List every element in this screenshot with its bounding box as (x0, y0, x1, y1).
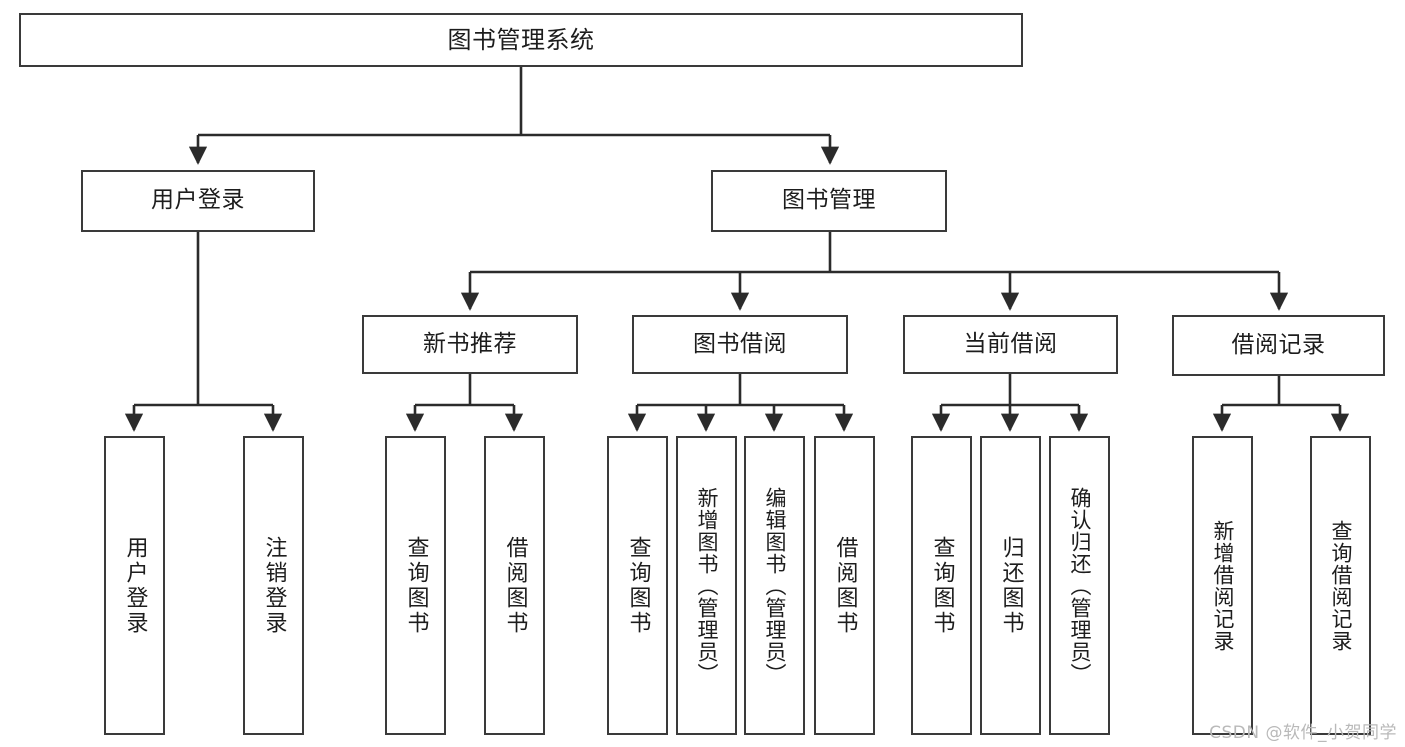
node-new-book-recommend[interactable]: 新书推荐 (362, 315, 578, 374)
node-label: 查询图书 (929, 535, 955, 636)
node-label: 用户登录 (151, 187, 245, 214)
node-book-borrow[interactable]: 图书借阅 (632, 315, 848, 374)
leaf-current-borrow-confirm-return[interactable]: 确认归还（管理员） (1049, 436, 1110, 735)
node-label: 确认归还（管理员） (1068, 486, 1092, 685)
node-label: 归还图书 (998, 535, 1024, 636)
leaf-book-borrow-query[interactable]: 查询图书 (607, 436, 668, 735)
node-label: 注销登录 (261, 535, 287, 636)
leaf-current-borrow-query[interactable]: 查询图书 (911, 436, 972, 735)
node-label: 查询图书 (403, 535, 429, 636)
watermark-text: CSDN @软件_小贺同学 (1209, 723, 1397, 743)
node-label: 借阅图书 (832, 535, 858, 636)
node-borrow-records[interactable]: 借阅记录 (1172, 315, 1385, 376)
leaf-book-borrow-add[interactable]: 新增图书（管理员） (676, 436, 737, 735)
node-label: 图书借阅 (693, 330, 787, 357)
leaf-current-borrow-return[interactable]: 归还图书 (980, 436, 1041, 735)
node-label: 图书管理 (782, 187, 876, 214)
node-label: 查询借阅记录 (1329, 519, 1353, 652)
leaf-borrow-record-add[interactable]: 新增借阅记录 (1192, 436, 1253, 735)
node-label: 当前借阅 (963, 330, 1058, 357)
leaf-user-login-logout[interactable]: 注销登录 (243, 436, 304, 735)
node-label: 借阅记录 (1231, 331, 1326, 358)
node-label: 用户登录 (122, 535, 148, 636)
leaf-borrow-record-query[interactable]: 查询借阅记录 (1310, 436, 1371, 735)
node-label: 新增借阅记录 (1211, 519, 1235, 652)
node-book-management[interactable]: 图书管理 (711, 170, 947, 232)
node-label: 编辑图书（管理员） (763, 486, 787, 685)
leaf-new-book-borrow[interactable]: 借阅图书 (484, 436, 545, 735)
node-current-borrow[interactable]: 当前借阅 (903, 315, 1118, 374)
node-root-system[interactable]: 图书管理系统 (19, 13, 1023, 67)
node-label: 新增图书（管理员） (695, 486, 719, 685)
leaf-book-borrow-borrow[interactable]: 借阅图书 (814, 436, 875, 735)
node-user-login[interactable]: 用户登录 (81, 170, 315, 232)
node-label: 借阅图书 (502, 535, 528, 636)
node-label: 图书管理系统 (447, 25, 595, 54)
node-label: 查询图书 (625, 535, 651, 636)
leaf-book-borrow-edit[interactable]: 编辑图书（管理员） (744, 436, 805, 735)
leaf-new-book-query[interactable]: 查询图书 (385, 436, 446, 735)
leaf-user-login-login[interactable]: 用户登录 (104, 436, 165, 735)
node-label: 新书推荐 (423, 330, 517, 357)
